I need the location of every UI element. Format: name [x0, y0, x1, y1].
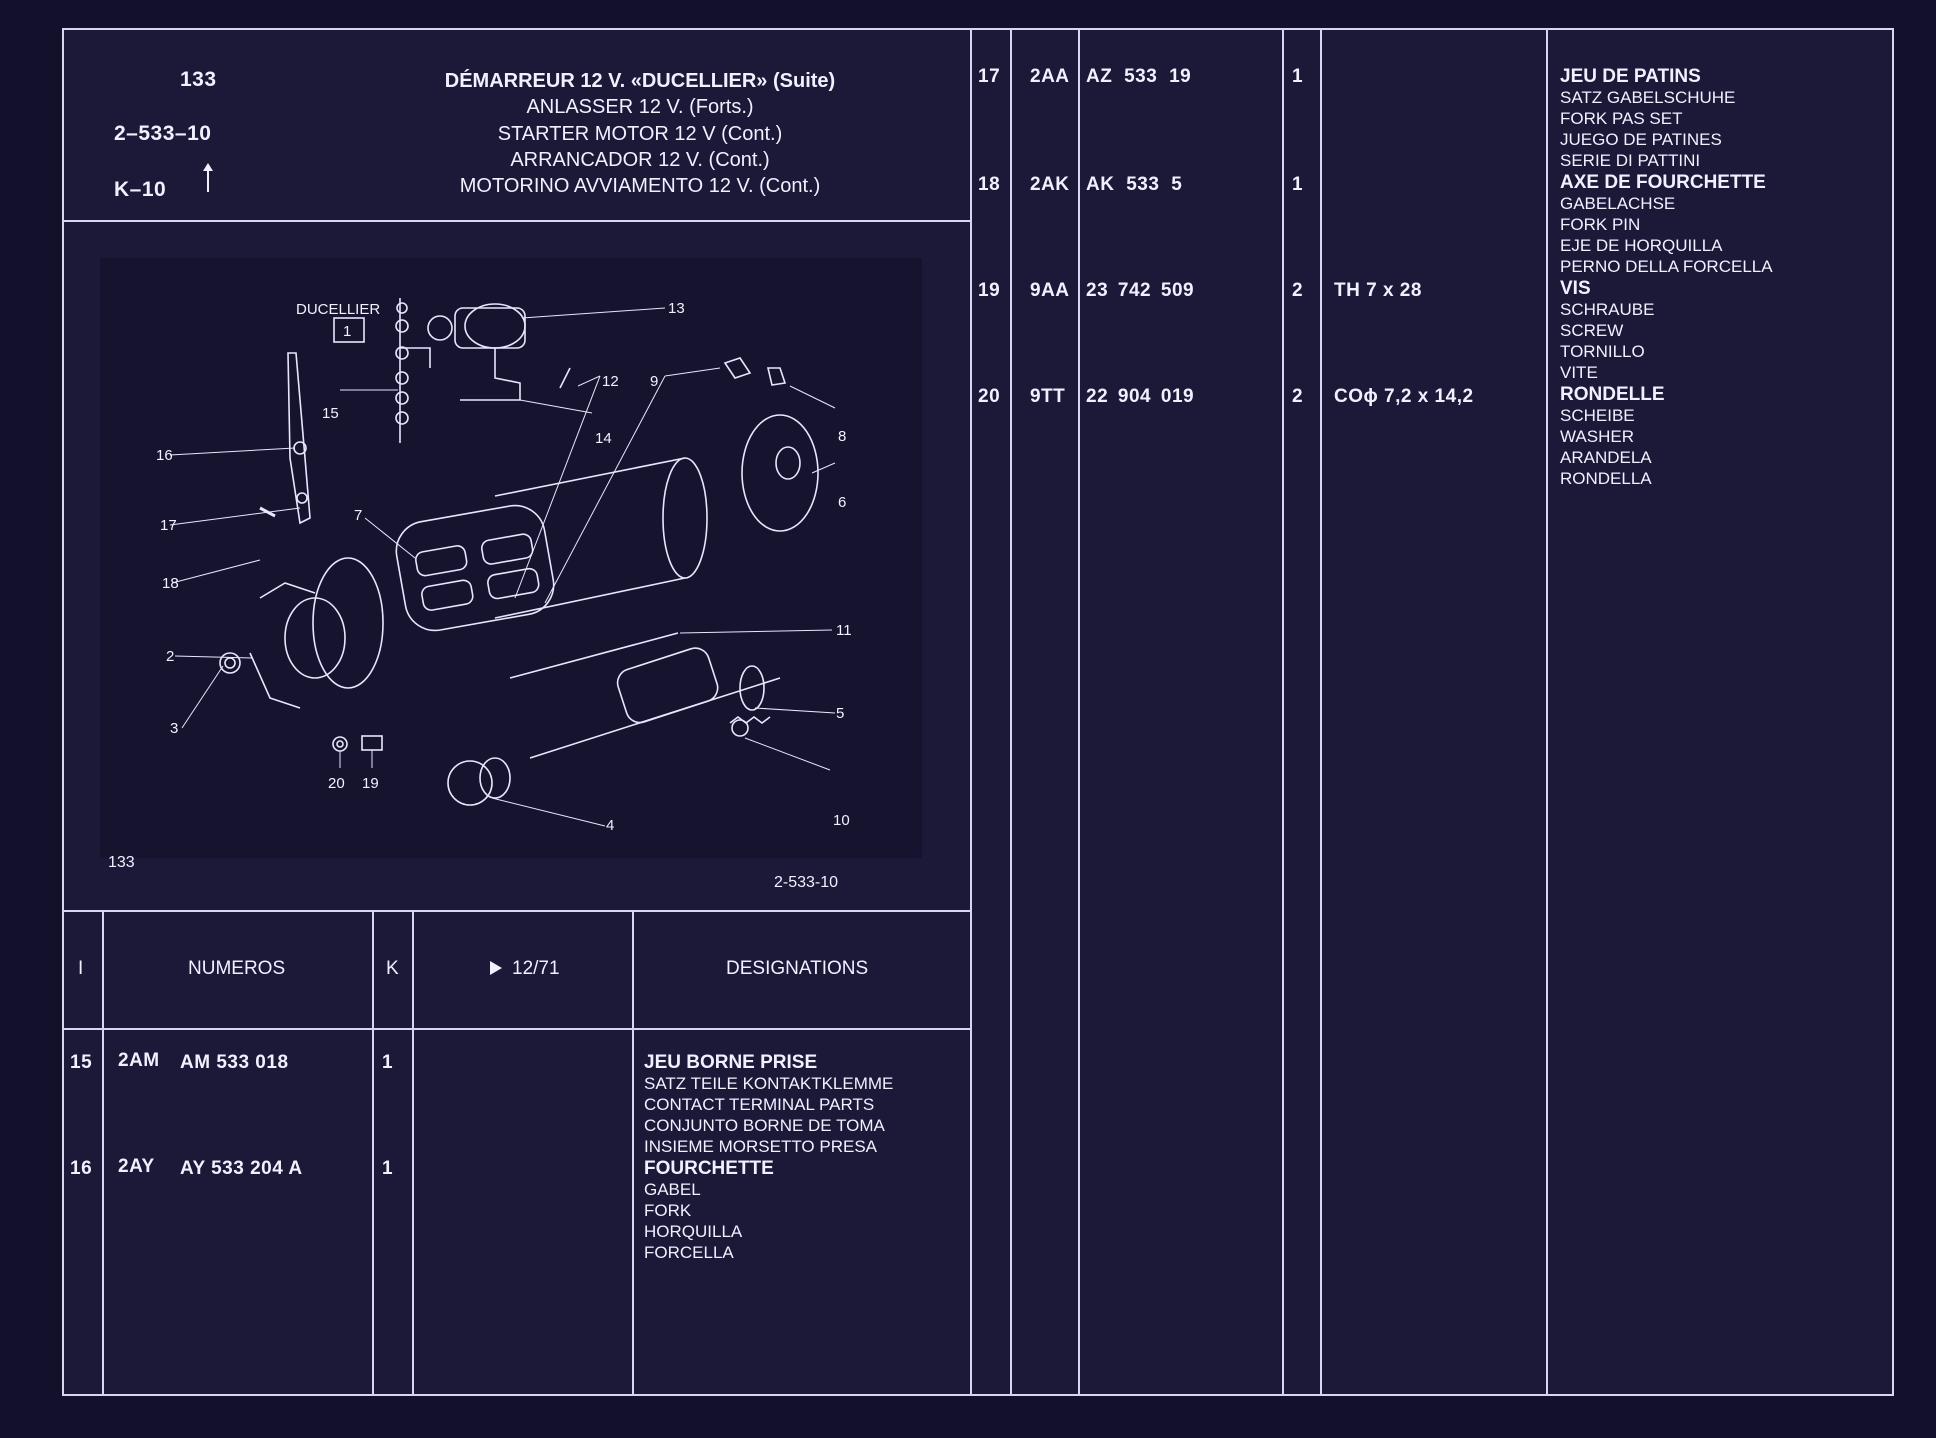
part-number: AZ 533 19 — [1086, 66, 1192, 87]
main-column-divider — [970, 30, 972, 1396]
item-number: 17 — [978, 66, 1001, 87]
callout-2: 2 — [166, 648, 174, 665]
title-en: STARTER MOTOR 12 V (Cont.) — [497, 123, 783, 145]
callout-5: 5 — [836, 705, 844, 722]
callout-12: 12 — [602, 373, 619, 390]
callout-7: 7 — [354, 507, 362, 524]
callout-11: 11 — [836, 622, 852, 639]
callout-13: 13 — [668, 300, 685, 317]
callout-18: 18 — [162, 575, 179, 592]
callout-8: 8 — [838, 428, 846, 445]
part-code: 2AK — [1030, 174, 1070, 195]
designation: FOURCHETTE GABEL FORK HORQUILLA FORCELLA — [644, 1158, 774, 1262]
table-header-rule — [64, 1028, 972, 1030]
part-code: 9AA — [1030, 280, 1070, 301]
callout-15: 15 — [322, 405, 339, 422]
callout-3: 3 — [170, 720, 178, 737]
vehicle-range: K–10 — [114, 163, 213, 202]
exploded-view-drawing: DUCELLIER 1 13 12 9 15 14 8 16 6 17 7 18… — [100, 258, 922, 858]
quantity: 1 — [382, 1158, 394, 1179]
dimension-note: TH 7 x 28 — [1334, 280, 1422, 301]
callout-10: 10 — [833, 812, 850, 829]
drawing-reference: 2-533-10 — [774, 874, 839, 891]
part-number: 23 742 509 — [1086, 280, 1195, 301]
quantity: 1 — [1292, 66, 1304, 87]
date-label: 12/71 — [512, 958, 560, 979]
quantity: 2 — [1292, 386, 1304, 407]
arrow-up-icon — [203, 163, 213, 192]
designation: RONDELLE SCHEIBE WASHER ARANDELA RONDELL… — [1560, 384, 1665, 488]
column-header-designations: DESIGNATIONS — [726, 958, 869, 979]
quantity: 1 — [382, 1052, 394, 1073]
item-number: 19 — [978, 280, 1001, 301]
designation: AXE DE FOURCHETTE GABELACHSE FORK PIN EJ… — [1560, 172, 1773, 276]
designation: VIS SCHRAUBE SCREW TORNILLO VITE — [1560, 278, 1655, 382]
designation: JEU BORNE PRISE SATZ TEILE KONTAKTKLEMME… — [644, 1052, 894, 1156]
callout-14: 14 — [595, 430, 612, 447]
column-header-i: I — [78, 958, 84, 979]
vehicle-range-label: K–10 — [114, 178, 167, 201]
callout-6: 6 — [838, 494, 846, 511]
header-divider — [64, 220, 972, 222]
column-header-numeros: NUMEROS — [188, 958, 286, 979]
callout-9: 9 — [650, 373, 658, 390]
callout-20: 20 — [328, 775, 345, 792]
column-header-date: 12/71 — [490, 958, 560, 980]
designation: JEU DE PATINS SATZ GABELSCHUHE FORK PAS … — [1560, 66, 1736, 170]
part-code: 2AY — [118, 1156, 155, 1177]
item-number: 15 — [70, 1052, 93, 1073]
table-top-rule — [64, 910, 972, 912]
title-es: ARRANCADOR 12 V. (Cont.) — [510, 149, 770, 171]
item-number: 18 — [978, 174, 1001, 195]
quantity: 1 — [1292, 174, 1304, 195]
part-number: AK 533 5 — [1086, 174, 1183, 195]
part-number: AY 533 204 A — [180, 1158, 303, 1179]
part-code: 2AA — [1030, 66, 1070, 87]
brand-label: DUCELLIER — [296, 301, 380, 318]
callout-19: 19 — [362, 775, 379, 792]
play-triangle-icon — [490, 961, 502, 975]
callout-17: 17 — [160, 517, 177, 534]
reference-number: 2–533–10 — [114, 122, 212, 145]
dimension-note: COϕ 7,2 x 14,2 — [1334, 386, 1474, 407]
part-code: 9TT — [1030, 386, 1066, 407]
parts-catalog-sheet: 133 2–533–10 K–10 DÉMARREUR 12 V. «DUCEL… — [62, 28, 1894, 1396]
drawing-page-number: 133 — [108, 854, 135, 871]
column-header-k: K — [386, 958, 399, 979]
title-de: ANLASSER 12 V. (Forts.) — [526, 96, 754, 118]
title-fr: DÉMARREUR 12 V. «DUCELLIER» (Suite) — [444, 70, 836, 92]
item-number: 20 — [978, 386, 1001, 407]
page-number: 133 — [180, 68, 217, 91]
part-code: 2AM — [118, 1050, 160, 1071]
brand-box-label: 1 — [343, 323, 351, 340]
callout-16: 16 — [156, 447, 173, 464]
starter-motor-exploded-illustration: DUCELLIER 1 13 12 9 15 14 8 16 6 17 7 18… — [156, 298, 852, 834]
part-number: AM 533 018 — [180, 1052, 289, 1073]
quantity: 2 — [1292, 280, 1304, 301]
part-number: 22 904 019 — [1086, 386, 1195, 407]
callout-4: 4 — [606, 817, 614, 834]
item-number: 16 — [70, 1158, 93, 1179]
title-it: MOTORINO AVVIAMENTO 12 V. (Cont.) — [459, 175, 821, 197]
